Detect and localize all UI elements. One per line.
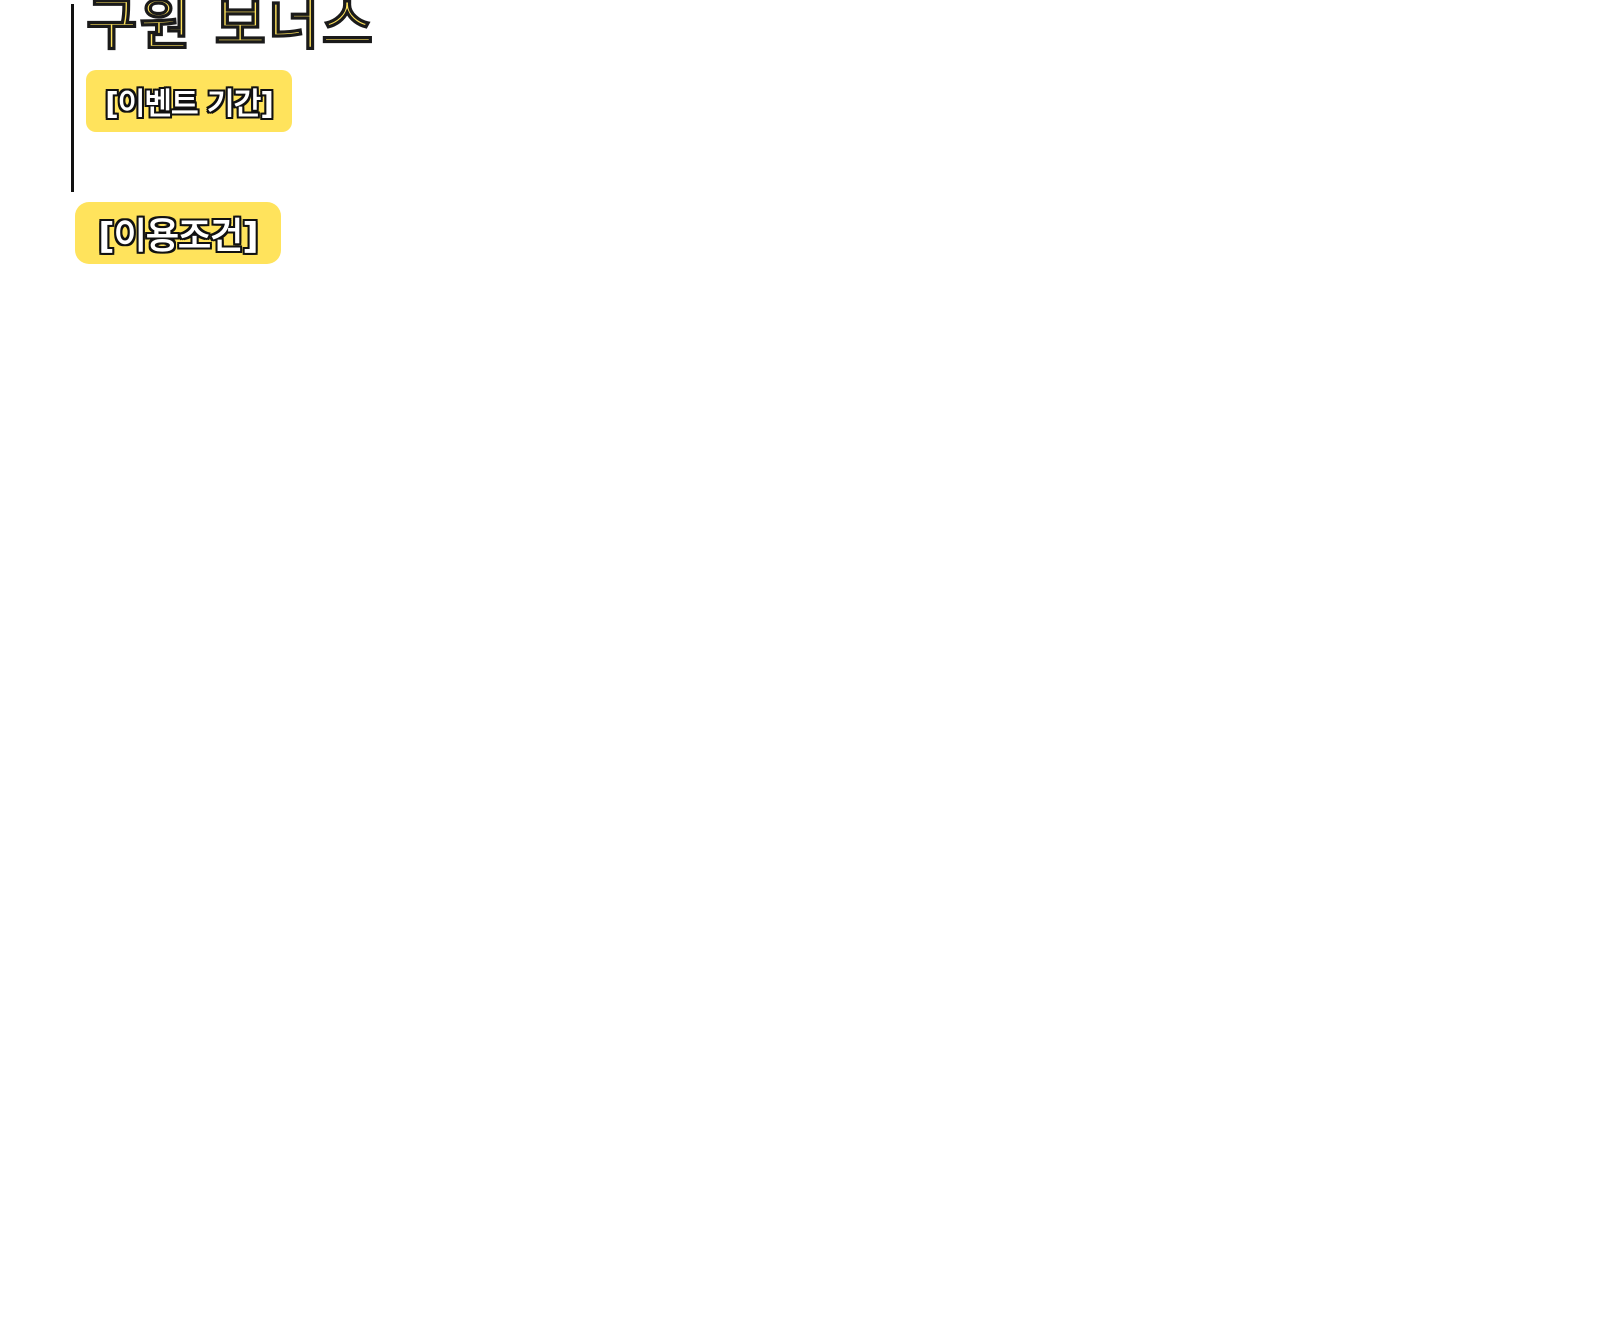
page-title: 구원 보너스 [85, 0, 376, 58]
terms-badge: [이용조건] [75, 202, 281, 264]
terms-label: [이용조건] [98, 216, 258, 257]
section-divider-line [71, 4, 74, 192]
event-period-label: [이벤트 기간] [105, 87, 274, 122]
event-period-badge: [이벤트 기간] [86, 70, 292, 132]
